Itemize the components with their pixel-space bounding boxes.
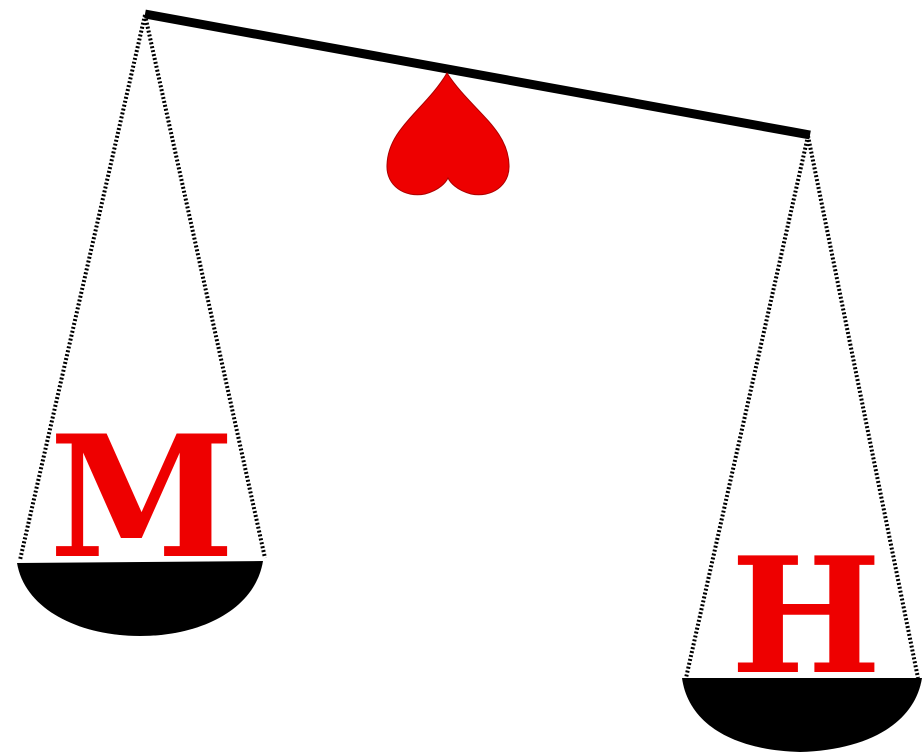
right-pan	[682, 678, 922, 752]
left-pan	[17, 561, 263, 636]
heart-icon	[387, 73, 509, 195]
